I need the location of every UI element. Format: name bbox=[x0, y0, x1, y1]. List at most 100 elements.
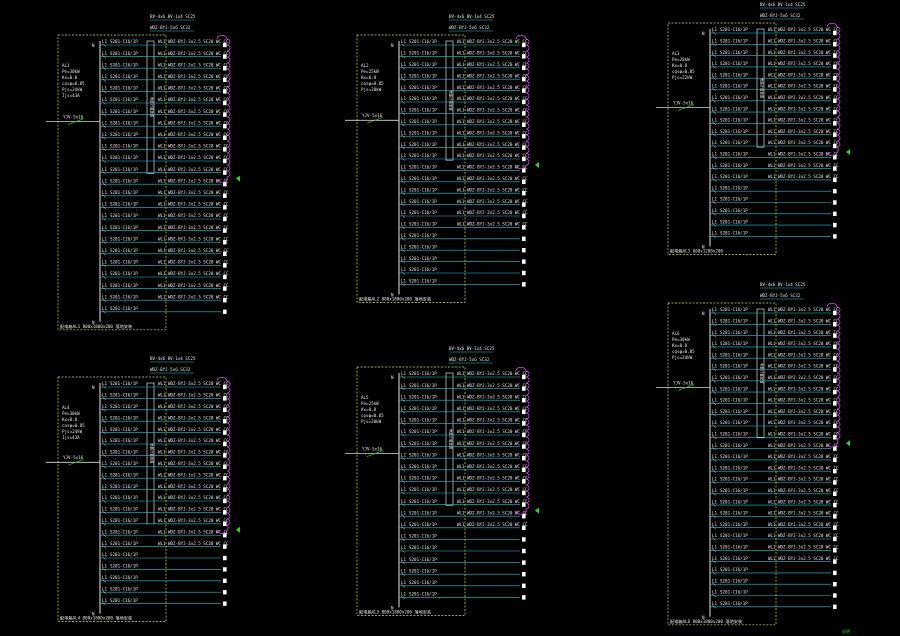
feeder-breaker: S201-C16/1P bbox=[409, 130, 437, 135]
feeder-switch bbox=[711, 424, 717, 428]
enclosure-box bbox=[667, 22, 777, 255]
feeder-cable: WDZ-BYJ-3x2.5 SC20 WC CC bbox=[778, 556, 839, 561]
feeder-breaker: S201-C16/1P bbox=[720, 477, 748, 482]
revision-cloud-top bbox=[515, 34, 527, 40]
feeder-circuit: WL1 bbox=[457, 96, 465, 101]
feeder-circuit: WL1 bbox=[158, 144, 166, 149]
feeder-terminal bbox=[522, 77, 526, 82]
feeder-phase: L1 bbox=[102, 236, 108, 241]
feeder-cable: WDZ-BYJ-3x2.5 SC20 WC CC bbox=[168, 495, 229, 500]
feeder-switch bbox=[101, 499, 107, 503]
meter-text: Pjs=24kW bbox=[62, 87, 83, 92]
feeder-phase: L1 bbox=[401, 187, 407, 192]
feeder-terminal bbox=[522, 282, 526, 287]
feeder-switch bbox=[711, 492, 717, 496]
feeder-circuit: WL1 bbox=[768, 174, 776, 179]
feeder-cable: WDZ-BYJ-3x2.5 SC20 WC CC bbox=[778, 533, 839, 538]
feeder-circuit: WL1 bbox=[158, 39, 166, 44]
revision-cloud bbox=[836, 306, 841, 444]
feeder-circuit: WL1 bbox=[158, 109, 166, 114]
feeder-breaker: S201-C16/1P bbox=[110, 283, 138, 288]
feeder-terminal bbox=[833, 143, 837, 149]
bus-label: N bbox=[92, 43, 95, 48]
feeder-switch bbox=[101, 275, 107, 279]
feeder-breaker: S201-C16/1P bbox=[720, 522, 748, 527]
feeder-phase: L1 bbox=[401, 279, 407, 284]
feeder-cable: WDZ-BYJ-3x2.5 SC20 WC CC bbox=[168, 518, 229, 523]
feeder-breaker: S201-C16/1P bbox=[110, 507, 138, 512]
feeder-circuit: WL1 bbox=[158, 260, 166, 265]
feeder-cable: WDZ-BYJ-3x2.5 SC20 WC CC bbox=[778, 499, 839, 504]
feeder-circuit: WL1 bbox=[768, 152, 776, 157]
enclosure-box bbox=[356, 34, 466, 303]
meter-text: cosφ=0.85 bbox=[672, 349, 695, 354]
meter-text: Kx=0.8 bbox=[672, 63, 688, 68]
feeder-breaker: S201-C16/1P bbox=[110, 518, 138, 523]
feeder-switch bbox=[711, 537, 717, 541]
feeder-terminal bbox=[522, 595, 526, 600]
feeder-terminal bbox=[522, 111, 526, 116]
feeder-switch bbox=[400, 248, 406, 252]
feeder-phase: L1 bbox=[401, 130, 407, 135]
feeder-breaker: S201-C16/1P bbox=[720, 197, 748, 202]
feeder-breaker: S201-C16/1P bbox=[110, 598, 138, 603]
feeder-phase: L1 bbox=[102, 213, 108, 218]
feeder-circuit: WL1 bbox=[768, 375, 776, 380]
feeder-phase: L1 bbox=[712, 409, 718, 414]
feeder-breaker: S201-C16/1P bbox=[720, 185, 748, 190]
feeder-switch bbox=[101, 476, 107, 480]
feeder-phase: L1 bbox=[401, 418, 407, 423]
meter-text: Pe=30kW bbox=[672, 337, 690, 342]
feeder-cable: WDZ-BYJ-3x2.5 SC20 WC CC bbox=[778, 307, 839, 312]
feeder-breaker: S201-C16/1P bbox=[409, 279, 437, 284]
feeder-breaker: S201-C16/1P bbox=[110, 178, 138, 183]
feeder-breaker: S201-C16/1P bbox=[110, 144, 138, 149]
feeder-cable: WDZ-BYJ-3x2.5 SC20 WC CC bbox=[467, 73, 528, 78]
feeder-switch bbox=[400, 111, 406, 116]
incoming-label: YJV-5x16 bbox=[362, 447, 383, 452]
feeder-breaker: S201-C16/1P bbox=[409, 51, 437, 56]
feeder-breaker: S201-C16/1P bbox=[110, 415, 138, 420]
feeder-phase: L1 bbox=[401, 441, 407, 446]
revision-cloud-top bbox=[216, 376, 228, 382]
feeder-breaker: S201-C16/1P bbox=[720, 39, 748, 44]
feeder-switch bbox=[101, 136, 107, 140]
feeder-phase: L1 bbox=[712, 420, 718, 425]
feeder-phase: L1 bbox=[401, 85, 407, 90]
meter-cabinet bbox=[146, 40, 155, 174]
feeder-switch bbox=[101, 286, 107, 291]
feeder-phase: L1 bbox=[712, 197, 718, 202]
feeder-phase: L1 bbox=[401, 108, 407, 113]
meter-cabinet bbox=[445, 40, 454, 161]
feeder-circuit: WL1 bbox=[768, 477, 776, 482]
feeder-switch bbox=[711, 212, 717, 216]
meter-text: Kx=0.8 bbox=[62, 417, 78, 422]
feeder-terminal bbox=[833, 177, 837, 183]
feeder-switch bbox=[101, 228, 107, 233]
feeder-circuit: WL1 bbox=[158, 132, 166, 137]
feeder-cable: WDZ-BYJ-3x2.5 SC20 WC CC bbox=[778, 477, 839, 482]
feeder-terminal bbox=[522, 248, 526, 253]
feeder-circuit: WL1 bbox=[457, 406, 465, 411]
feeder-circuit: WL1 bbox=[768, 72, 776, 77]
revision-cloud-top bbox=[515, 366, 527, 372]
feeder-terminal bbox=[833, 166, 837, 171]
feeder-circuit: WL1 bbox=[158, 461, 166, 466]
revision-cloud-top bbox=[826, 302, 838, 308]
feeder-breaker: S201-C16/1P bbox=[110, 472, 138, 477]
feeder-cable: WDZ-BYJ-3x2.5 SC20 WC CC bbox=[778, 488, 839, 493]
feeder-phase: L1 bbox=[401, 119, 407, 124]
feeder-cable: WDZ-BYJ-3x2.5 SC20 WC CC bbox=[778, 106, 839, 111]
feeder-switch bbox=[400, 237, 406, 241]
feeder-switch bbox=[400, 444, 406, 449]
incoming-label: YJV-5x16 bbox=[673, 101, 694, 106]
feeder-terminal bbox=[833, 132, 837, 137]
feeder-switch bbox=[101, 89, 107, 94]
feeder-phase: L1 bbox=[102, 564, 108, 569]
feeder-terminal bbox=[522, 179, 526, 184]
feeder-terminal bbox=[833, 322, 837, 327]
feeder-breaker: S201-C16/1P bbox=[720, 398, 748, 403]
feeder-switch bbox=[400, 410, 406, 414]
feeder-breaker: S201-C16/1P bbox=[110, 39, 138, 44]
feeder-breaker: S201-C16/1P bbox=[720, 533, 748, 538]
